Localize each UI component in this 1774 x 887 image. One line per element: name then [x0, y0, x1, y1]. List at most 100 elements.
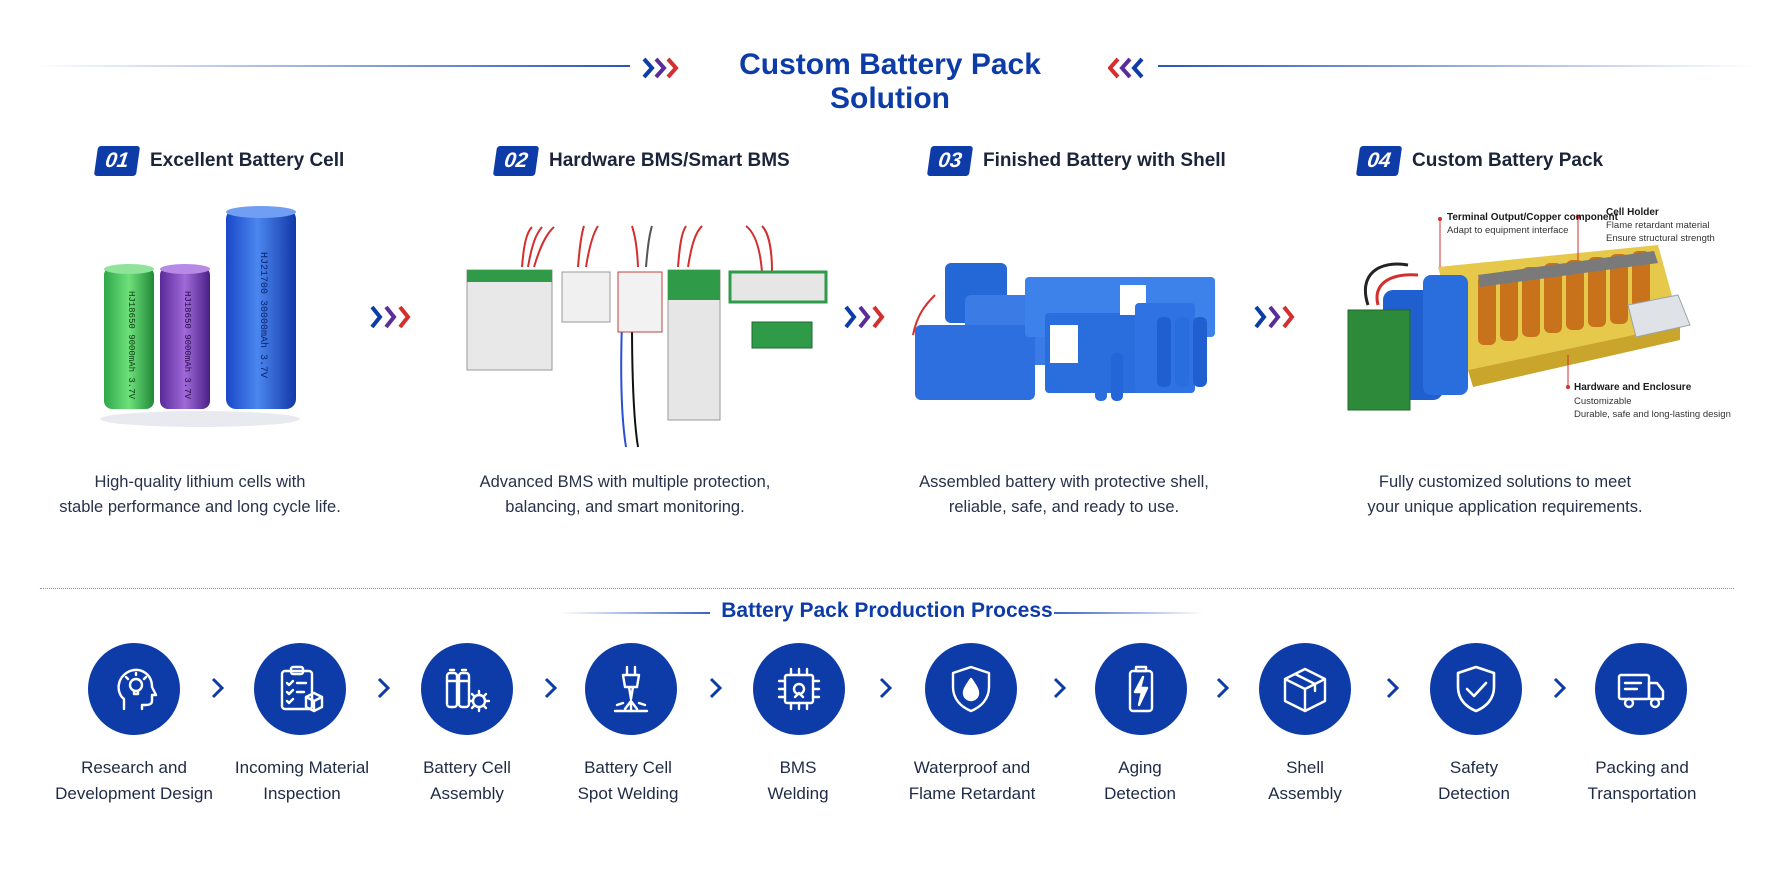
battery-cells-image: HJ18650 9000mAh 3.7V HJ18650 9000mAh 3.7… — [100, 206, 300, 427]
step-header-3: 03 Finished Battery with Shell — [926, 146, 1226, 176]
flow-arrow-icon — [1254, 305, 1295, 329]
process-chevron-icon — [1553, 677, 1567, 699]
svg-text:HJ21700 30000mAh 3.7V: HJ21700 30000mAh 3.7V — [257, 252, 269, 378]
step-header-4: 04 Custom Battery Pack — [1355, 146, 1604, 176]
head-lightbulb-icon — [117, 668, 158, 711]
svg-text:HJ18650 9000mAh 3.7V: HJ18650 9000mAh 3.7V — [182, 291, 192, 400]
desc-line: Assembled battery with protective shell, — [919, 473, 1209, 491]
welding-icon — [613, 665, 649, 713]
process-chevron-icon — [544, 677, 558, 699]
clipboard-box-icon — [280, 665, 324, 713]
desc-line: balancing, and smart monitoring. — [505, 498, 745, 516]
label-line: Development Design — [55, 784, 213, 803]
process-chevron-icon — [211, 677, 225, 699]
process-step-aging — [1095, 643, 1187, 735]
cells-gear-icon — [445, 668, 491, 713]
label-line: Shell — [1286, 758, 1324, 777]
desc-line: Fully customized solutions to meet — [1378, 473, 1632, 491]
callout-holder-title: Cell Holder — [1606, 207, 1659, 218]
step-title: Hardware BMS/Smart BMS — [549, 150, 790, 171]
label-line: Flame Retardant — [908, 784, 1036, 803]
flow-arrow-icon — [844, 305, 885, 329]
title-rule-right — [1158, 65, 1753, 67]
step-description-3: Assembled battery with protective shell,… — [894, 470, 1234, 520]
label-line: Assembly — [430, 784, 504, 803]
finished-batteries-image — [912, 263, 1215, 401]
step-title: Custom Battery Pack — [1412, 150, 1604, 171]
label-line: Welding — [767, 784, 829, 803]
shield-drop-icon — [951, 665, 991, 713]
step-title: Finished Battery with Shell — [983, 150, 1226, 171]
desc-line: High-quality lithium cells with — [94, 473, 306, 491]
label-line: Transportation — [1587, 784, 1697, 803]
page-title: Custom Battery Pack Solution — [739, 48, 1041, 115]
step-number-badge: 03 — [926, 146, 974, 176]
step-header-2: 02 Hardware BMS/Smart BMS — [492, 146, 790, 176]
desc-line: stable performance and long cycle life. — [59, 498, 341, 516]
step-number-badge: 04 — [1355, 146, 1403, 176]
label-line: Packing and — [1595, 758, 1689, 777]
process-chevron-icon — [1216, 677, 1230, 699]
process-chevron-icon — [879, 677, 893, 699]
chip-icon — [777, 667, 821, 711]
process-step-research — [88, 643, 180, 735]
label-line: Assembly — [1268, 784, 1342, 803]
process-step-shell-assembly — [1259, 643, 1351, 735]
shield-check-icon — [1456, 665, 1496, 713]
process-step-bms-welding — [753, 643, 845, 735]
step-description-2: Advanced BMS with multiple protection, b… — [455, 470, 795, 520]
title-chevrons-left-icon — [1108, 57, 1144, 79]
process-step-cell-assembly — [421, 643, 513, 735]
process-chevron-icon — [377, 677, 391, 699]
custom-pack-image — [1347, 215, 1691, 411]
process-step-waterproof — [925, 643, 1017, 735]
desc-line: Advanced BMS with multiple protection, — [479, 473, 771, 491]
process-label-5: BMS Welding — [713, 755, 883, 807]
label-line: Spot Welding — [577, 784, 679, 803]
process-step-safety — [1430, 643, 1522, 735]
process-step-packing — [1595, 643, 1687, 735]
label-line: BMS — [779, 758, 817, 777]
process-step-inspection — [254, 643, 346, 735]
process-chevron-icon — [1053, 677, 1067, 699]
callout-hardware-title: Hardware and Enclosure — [1574, 382, 1692, 393]
label-line: Battery Cell — [423, 758, 511, 777]
label-line: Incoming Material — [234, 758, 370, 777]
step-description-4: Fully customized solutions to meet your … — [1335, 470, 1675, 520]
label-line: Waterproof and — [913, 758, 1031, 777]
process-title-rule-left — [560, 612, 710, 614]
step-description-1: High-quality lithium cells with stable p… — [40, 470, 360, 520]
desc-line: reliable, safe, and ready to use. — [948, 498, 1180, 516]
battery-bolt-icon — [1128, 665, 1154, 713]
label-line: Battery Cell — [584, 758, 672, 777]
callout-holder-sub2: Ensure structural strength — [1606, 233, 1715, 244]
label-line: Detection — [1438, 784, 1510, 803]
step-title: Excellent Battery Cell — [150, 150, 345, 171]
callout-hardware-sub2: Durable, safe and long-lasting design — [1574, 409, 1731, 420]
section-divider — [40, 588, 1734, 589]
process-title-rule-right — [1054, 612, 1204, 614]
step-number-badge: 01 — [93, 146, 141, 176]
label-line: Safety — [1449, 758, 1499, 777]
label-line: Aging — [1118, 758, 1162, 777]
process-title: Battery Pack Production Process — [721, 599, 1053, 622]
callout-holder-sub1: Flame retardant material — [1606, 220, 1710, 231]
svg-text:HJ18650 9000mAh 3.7V: HJ18650 9000mAh 3.7V — [126, 291, 136, 400]
desc-line: your unique application requirements. — [1367, 498, 1643, 516]
title-chevrons-right-icon — [642, 57, 679, 79]
title-rule-left — [35, 65, 630, 67]
box-icon — [1283, 667, 1327, 713]
label-line: Research and — [81, 758, 187, 777]
callout-terminal-sub: Adapt to equipment interface — [1447, 225, 1569, 236]
process-chevron-icon — [1386, 677, 1400, 699]
truck-icon — [1617, 673, 1665, 709]
